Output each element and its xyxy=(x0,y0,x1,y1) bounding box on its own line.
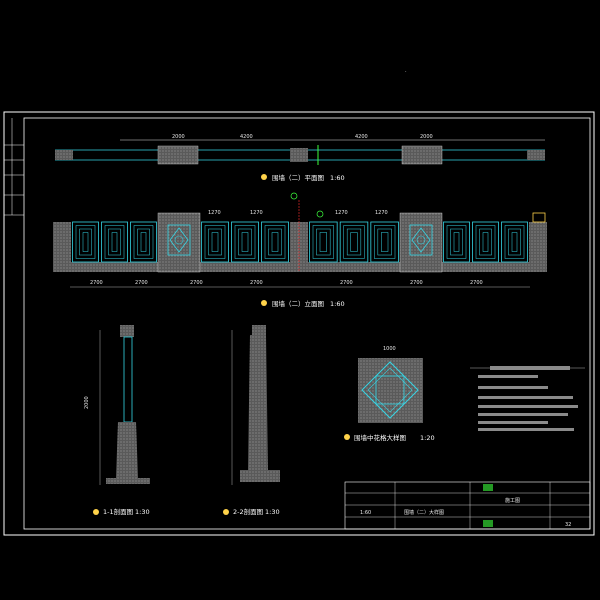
grille-inner-frame xyxy=(312,225,334,259)
plan-dim-3: 4200 xyxy=(355,134,368,140)
grille-inner-frame xyxy=(268,228,282,256)
grille-panel xyxy=(370,221,399,263)
grille-inner-frame xyxy=(108,228,121,256)
grille-panel xyxy=(443,221,470,263)
plan-scale: 1:60 xyxy=(330,174,345,182)
elev-bdim-4: 2700 xyxy=(250,280,263,286)
grille-panel xyxy=(501,221,528,263)
grille-inner-frame xyxy=(511,232,518,252)
elev-bdim-6: 2700 xyxy=(410,280,423,286)
title-block: 围墙（二）大样图 施工图 1:60 32 xyxy=(344,481,591,530)
sheet-frame xyxy=(3,111,595,536)
grille-inner-frame xyxy=(482,232,489,252)
grille-inner-frame xyxy=(374,225,396,259)
grille-inner-frame xyxy=(316,228,331,256)
elev-dim-2: 1270 xyxy=(250,210,263,216)
grille-inner-frame xyxy=(79,228,92,256)
section2-scale: 1:30 xyxy=(265,508,280,516)
tb-scale: 1:60 xyxy=(360,510,371,516)
grille-panel xyxy=(231,221,259,263)
notes-block xyxy=(470,366,585,431)
plan-title: 围墙（二）平面图 xyxy=(272,173,324,182)
tb-stage: 施工图 xyxy=(505,497,520,504)
grille-inner-frame xyxy=(264,225,286,259)
detail-scale: 1:20 xyxy=(420,434,435,442)
grille-inner-frame xyxy=(343,225,365,259)
grille-inner-frame xyxy=(140,232,147,252)
grille-inner-frame xyxy=(504,225,525,259)
grille-inner-frame xyxy=(111,232,118,252)
tb-drawing-name: 围墙（二）大样图 xyxy=(404,509,444,516)
grille-panel xyxy=(201,221,229,263)
grille-inner-frame xyxy=(238,228,252,256)
plan-dim-4: 2000 xyxy=(420,134,433,140)
section1-title: 1-1剖面图 xyxy=(103,507,133,516)
grille-inner-frame xyxy=(82,232,89,252)
grille-inner-frame xyxy=(241,232,249,252)
grille-inner-frame xyxy=(104,225,125,259)
grille-inner-frame xyxy=(446,225,467,259)
elev-bdim-2: 2700 xyxy=(135,280,148,286)
grille-inner-frame xyxy=(75,225,96,259)
grille-inner-frame xyxy=(133,225,154,259)
grille-inner-frame xyxy=(350,232,358,252)
wall-plan: 2000 4200 4200 2000 围墙（二）平面图 1:60 xyxy=(55,134,545,182)
grille-inner-frame xyxy=(319,232,327,252)
left-revision-strip xyxy=(4,118,24,216)
grille-panel xyxy=(472,221,499,263)
grille-inner-frame xyxy=(211,232,219,252)
grille-panel xyxy=(130,221,157,263)
grille-panel xyxy=(309,221,338,263)
grille-inner-frame xyxy=(377,228,392,256)
elev-bdim-1: 2700 xyxy=(90,280,103,286)
grille-inner-frame xyxy=(453,232,460,252)
grille-inner-frame xyxy=(381,232,389,252)
grille-panel xyxy=(72,221,99,263)
inner-frame xyxy=(23,117,591,530)
elevation-title: 围墙（二）立面图 xyxy=(272,299,324,308)
grille-inner-frame xyxy=(204,225,226,259)
section2-title: 2-2剖面图 xyxy=(233,507,263,516)
grille-inner-frame xyxy=(271,232,279,252)
section-1-1: 2000 1-1剖面图 1:30 xyxy=(84,325,150,516)
elev-bdim-5: 2700 xyxy=(340,280,353,286)
section1-height: 2000 xyxy=(84,396,90,409)
grille-inner-frame xyxy=(346,228,362,256)
grille-inner-frame xyxy=(475,225,496,259)
elev-bdim-3: 2700 xyxy=(190,280,203,286)
elev-bdim-7: 2700 xyxy=(470,280,483,286)
tb-sheet-no: 32 xyxy=(565,522,571,528)
grille-panel xyxy=(101,221,128,263)
grille-inner-frame xyxy=(450,228,463,256)
plan-dim-1: 2000 xyxy=(172,134,185,140)
elev-dim-4: 1270 xyxy=(375,210,388,216)
grille-inner-frame xyxy=(479,228,492,256)
elevation-scale: 1:60 xyxy=(330,300,345,308)
section-2-2: 2-2剖面图 1:30 xyxy=(223,325,280,516)
grille-inner-frame xyxy=(508,228,521,256)
grille-panel xyxy=(339,221,369,263)
elev-dim-3: 1270 xyxy=(335,210,348,216)
svg-text:.: . xyxy=(405,68,407,74)
plan-dim-2: 4200 xyxy=(240,134,253,140)
elev-dim-1: 1270 xyxy=(208,210,221,216)
grille-inner-frame xyxy=(234,225,256,259)
grille-inner-frame xyxy=(137,228,150,256)
detail-width: 1000 xyxy=(383,346,396,352)
section1-scale: 1:30 xyxy=(135,508,150,516)
lattice-detail: 1000 围墙中花格大样图 1:20 xyxy=(344,346,435,442)
grille-inner-frame xyxy=(208,228,222,256)
wall-elevation: 1270 1270 1270 1270 2700 2700 2700 2700 … xyxy=(53,192,547,308)
grille-panel xyxy=(261,221,289,263)
detail-title: 围墙中花格大样图 xyxy=(354,433,406,442)
